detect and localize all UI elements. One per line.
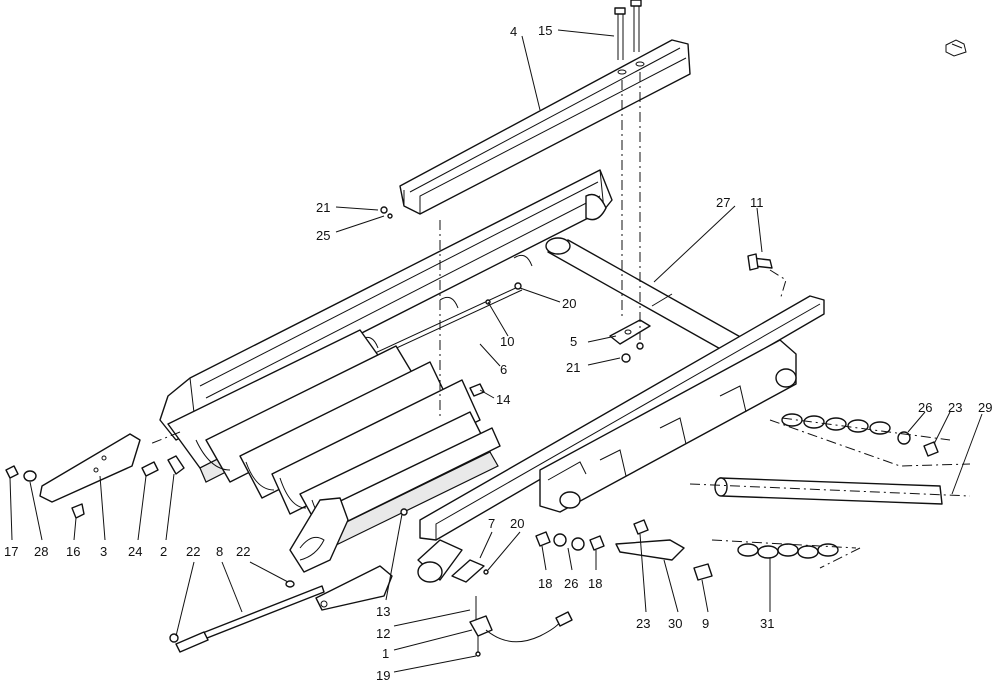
callout-4: 4 (510, 24, 517, 39)
hardware-parts-18-26 (535, 531, 605, 551)
callout-23-right: 23 (948, 400, 962, 415)
small-hardware (380, 206, 644, 657)
callout-27: 27 (716, 195, 730, 210)
callout-12: 12 (376, 626, 390, 641)
assembly-centerlines (149, 72, 971, 569)
bracket-part-5 (609, 319, 651, 345)
callout-6: 6 (500, 362, 507, 377)
leader-lines (9, 29, 983, 673)
callout-20-upper: 20 (562, 296, 576, 311)
callout-23-lower: 23 (636, 616, 650, 631)
callout-3: 3 (100, 544, 107, 559)
callout-15: 15 (538, 23, 552, 38)
right-side-rail (419, 295, 825, 541)
nut-part-23 (923, 441, 939, 457)
hand-pointer-icon (945, 39, 967, 57)
callout-14: 14 (496, 392, 510, 407)
chain-upper (781, 413, 891, 435)
callout-20-lower: 20 (510, 516, 524, 531)
callout-28: 28 (34, 544, 48, 559)
callout-8: 8 (216, 544, 223, 559)
callout-25: 25 (316, 228, 330, 243)
washer-part-26 (897, 431, 911, 445)
callout-labels: 4 15 21 25 27 11 20 10 5 21 6 14 26 23 2… (4, 23, 992, 683)
bolt-part-11 (747, 253, 773, 271)
cross-tube-part-27 (545, 237, 761, 361)
callout-13: 13 (376, 604, 390, 619)
slat-assembly (167, 329, 501, 549)
bolt-part-16 (71, 503, 85, 519)
callout-21-mid: 21 (566, 360, 580, 375)
callout-7: 7 (488, 516, 495, 531)
callout-22-left: 22 (186, 544, 200, 559)
callout-24: 24 (128, 544, 142, 559)
callout-2: 2 (160, 544, 167, 559)
callout-18-left: 18 (538, 576, 552, 591)
upper-channel-part-4 (399, 39, 691, 215)
callout-9: 9 (702, 616, 709, 631)
nut-part-22 (285, 580, 295, 588)
callout-26-right: 26 (918, 400, 932, 415)
bolt-part-15 (614, 0, 642, 60)
end-plate (289, 497, 349, 573)
clevis-part-30 (615, 519, 713, 581)
callout-17: 17 (4, 544, 18, 559)
callout-10: 10 (500, 334, 514, 349)
link-plate (315, 565, 393, 611)
callout-30: 30 (668, 616, 682, 631)
hinge-plate-part-3 (39, 433, 141, 503)
sensor-part-1 (469, 596, 573, 654)
callout-19: 19 (376, 668, 390, 683)
pin-part-2 (167, 455, 185, 475)
callout-1: 1 (382, 646, 389, 661)
tube-part-29 (714, 477, 943, 505)
callout-16: 16 (66, 544, 80, 559)
callout-5: 5 (570, 334, 577, 349)
pin-part-24 (141, 461, 159, 477)
callout-22-right: 22 (236, 544, 250, 559)
nut-part-17 (5, 465, 19, 479)
callout-29: 29 (978, 400, 992, 415)
hitch-tube-part-7 (417, 539, 485, 583)
callout-31: 31 (760, 616, 774, 631)
callout-11: 11 (750, 195, 764, 210)
callout-21-top: 21 (316, 200, 330, 215)
rod-part-8 (169, 585, 325, 653)
washer-part-28 (23, 470, 37, 482)
callout-18-right: 18 (588, 576, 602, 591)
callout-26-lower: 26 (564, 576, 578, 591)
chain-part-31 (737, 543, 839, 559)
